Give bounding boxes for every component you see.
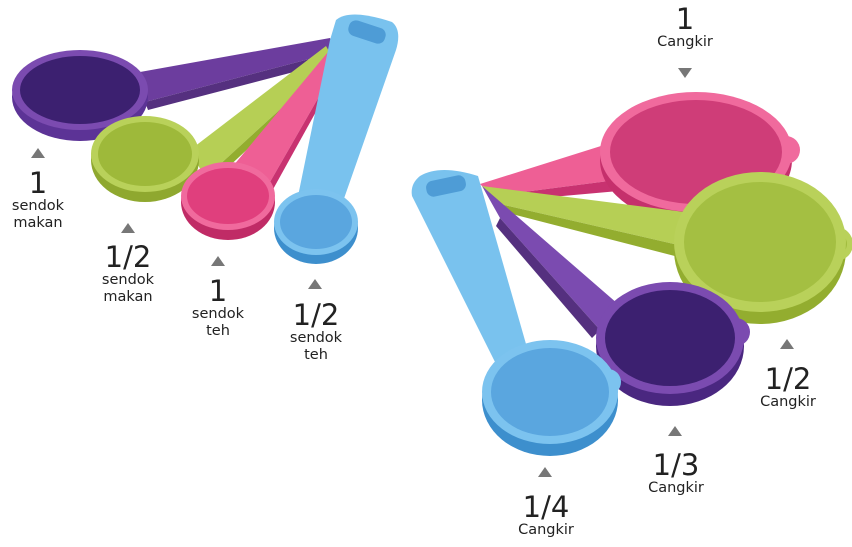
label-cup-third: 1/3 Cangkir (630, 450, 722, 497)
spoon-unit-line2: teh (276, 347, 356, 364)
pointer-triangle-icon (780, 339, 794, 349)
spoon-unit-line1: sendok (88, 272, 168, 289)
cup-value: 1 (640, 4, 730, 34)
pointer-triangle-icon (678, 68, 692, 78)
spoon-unit-line2: makan (88, 289, 168, 306)
spoon-unit-line1: sendok (276, 330, 356, 347)
label-spoon-half-tablespoon: 1/2 sendok makan (88, 242, 168, 306)
spoon-unit-line2: makan (0, 215, 76, 232)
cup-unit: Cangkir (500, 522, 592, 539)
cup-unit: Cangkir (640, 34, 730, 51)
cup-unit: Cangkir (630, 480, 722, 497)
cup-unit: Cangkir (742, 394, 834, 411)
label-cup-1: 1 Cangkir (640, 4, 730, 51)
label-cup-half: 1/2 Cangkir (742, 364, 834, 411)
spoon-value: 1/2 (276, 300, 356, 330)
label-spoon-1-teaspoon: 1 sendok teh (180, 276, 256, 340)
cup-value: 1/4 (500, 492, 592, 522)
spoon-value: 1 (0, 168, 76, 198)
pointer-triangle-icon (31, 148, 45, 158)
pointer-triangle-icon (538, 467, 552, 477)
cup-value: 1/2 (742, 364, 834, 394)
spoon-value: 1/2 (88, 242, 168, 272)
pointer-triangle-icon (121, 223, 135, 233)
pointer-triangle-icon (668, 426, 682, 436)
label-spoon-1-tablespoon: 1 sendok makan (0, 168, 76, 232)
pointer-triangle-icon (211, 256, 225, 266)
spoon-unit-line1: sendok (0, 198, 76, 215)
spoon-value: 1 (180, 276, 256, 306)
pointer-triangle-icon (308, 279, 322, 289)
spoon-unit-line2: teh (180, 323, 256, 340)
label-spoon-half-teaspoon: 1/2 sendok teh (276, 300, 356, 364)
label-cup-quarter: 1/4 Cangkir (500, 492, 592, 539)
cup-value: 1/3 (630, 450, 722, 480)
spoon-unit-line1: sendok (180, 306, 256, 323)
